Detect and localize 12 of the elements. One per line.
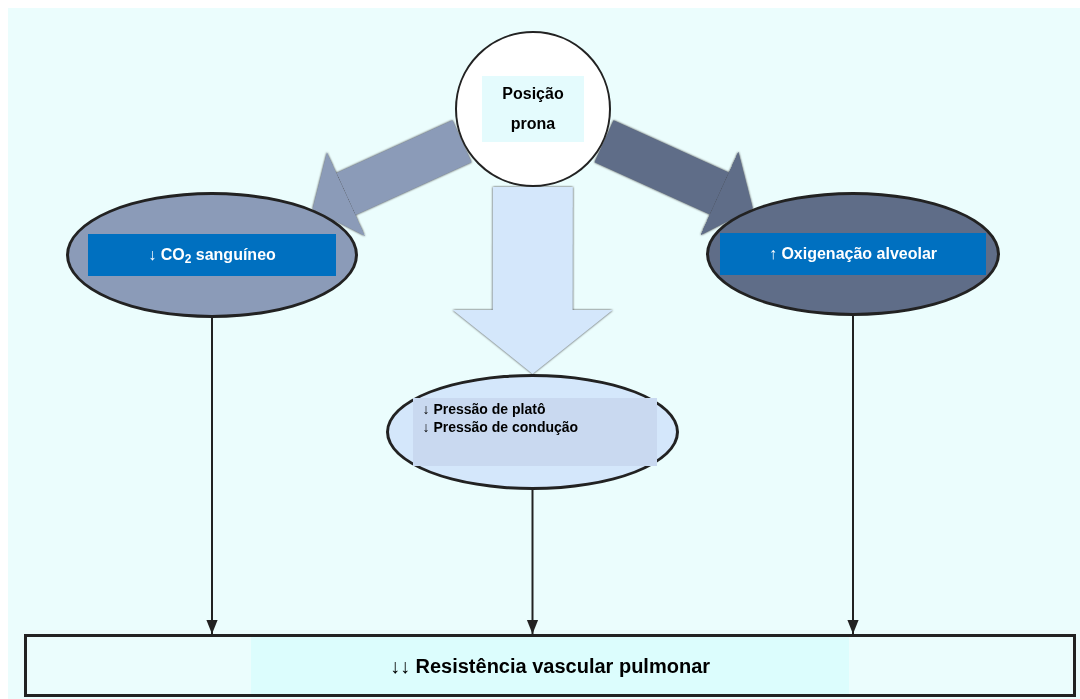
- block-arrow: [452, 186, 613, 374]
- arrow: [526, 489, 539, 635]
- arrow: [847, 315, 859, 635]
- label-banner: ↓ CO$_{2}$ sanguíneo: [88, 234, 336, 276]
- node-label: ↓ Pressão de condução: [422, 418, 579, 436]
- arrow: [206, 317, 218, 635]
- result-box: [24, 634, 1076, 697]
- node-label: Posição prona: [501, 84, 565, 134]
- node-label: ↓↓ Resistência vascular pulmonar: [389, 653, 711, 679]
- label-banner: ↑ Oxigenação alveolar: [720, 233, 986, 275]
- block-arrow: [312, 120, 472, 236]
- node-label: ↓ Pressão de platô: [422, 400, 546, 418]
